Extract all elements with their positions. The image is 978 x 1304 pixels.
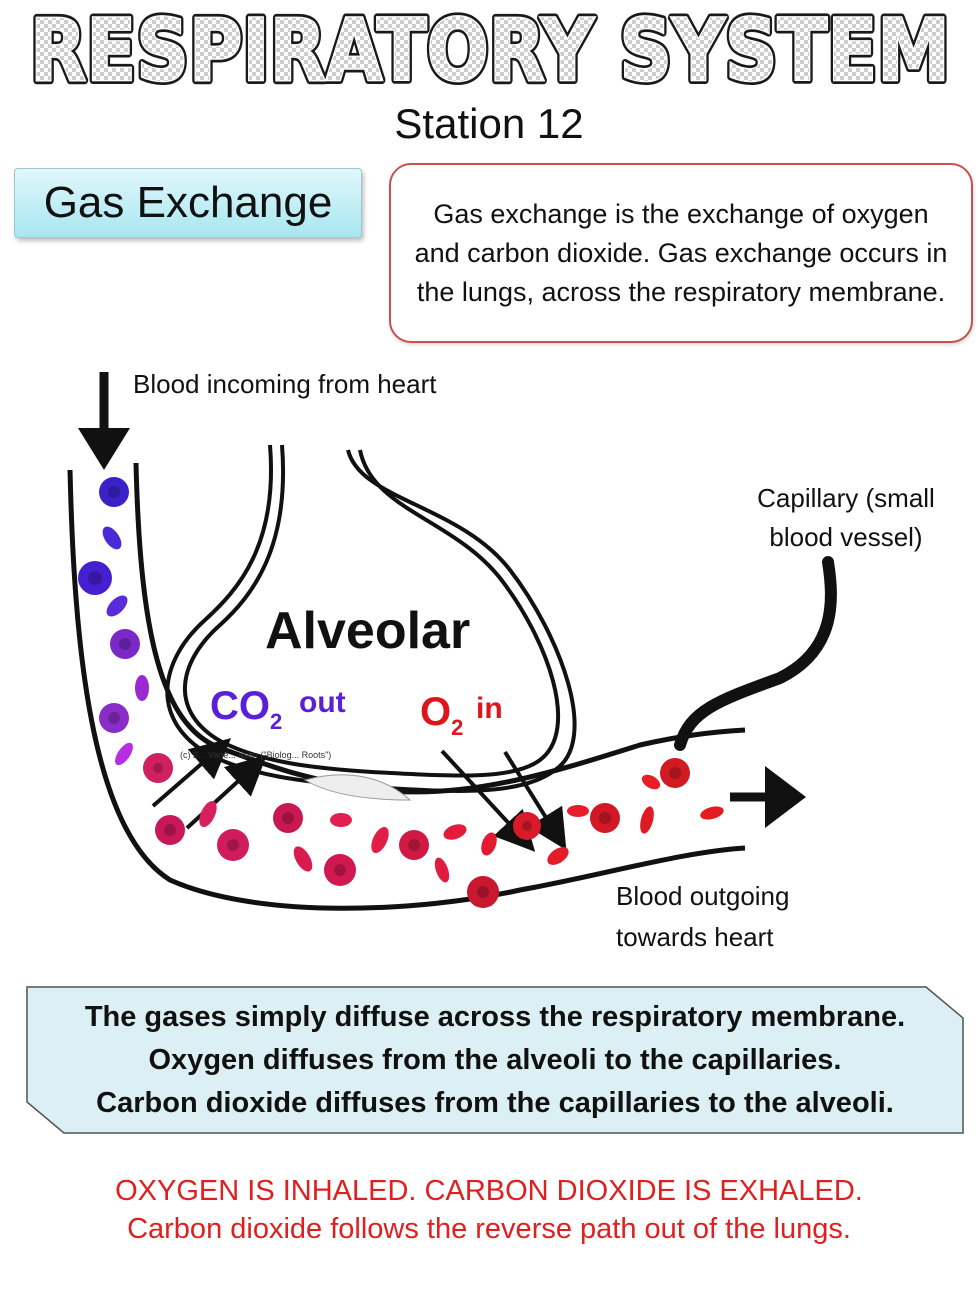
- blood-cell: [102, 526, 122, 550]
- blood-cell: [155, 815, 185, 845]
- blood-cell: [443, 824, 467, 840]
- blood-outgoing-label-line2: towards heart: [616, 922, 774, 952]
- co2-direction-label: out: [299, 686, 346, 719]
- blood-cell: [434, 857, 450, 883]
- blood-cell: [547, 847, 569, 865]
- blood-cell: [399, 830, 429, 860]
- image-credit: (c) 2... Vane... ason ("Biolog... Roots"…: [180, 750, 331, 760]
- blood-cell: [99, 477, 129, 507]
- respiratory-membrane: [303, 774, 412, 801]
- blood-cell: [273, 803, 303, 833]
- blood-cell: [641, 774, 661, 790]
- blood-cell: [660, 758, 690, 788]
- co2-formula: CO2: [210, 684, 282, 734]
- summary-line-2: Oxygen diffuses from the alveoli to the …: [148, 1043, 842, 1076]
- capillary-label-line2: blood vessel): [769, 522, 922, 552]
- blood-cell: [143, 753, 173, 783]
- title-fill: RESPIRATORY SYSTEM: [30, 1, 950, 92]
- alveolus-inner-wall: [182, 444, 561, 778]
- footer-line-2: Carbon dioxide follows the reverse path …: [127, 1213, 851, 1245]
- blood-cell: [135, 675, 149, 701]
- gas-exchange-diagram: Blood incoming from heart Capillary (sma…: [67, 369, 935, 952]
- blood-cell: [371, 826, 389, 854]
- o2-formula: O2: [420, 690, 463, 740]
- summary-box: The gases simply diffuse across the resp…: [26, 986, 964, 1134]
- topic-label: Gas Exchange: [14, 168, 362, 238]
- co2-diffusion-arrow-2: [185, 754, 267, 830]
- capillary-outer-wall: [67, 469, 746, 911]
- blood-cell: [78, 561, 112, 595]
- page-title: RESPIRATORY SYSTEM RESPIRATORY SYSTEM RE…: [20, 0, 960, 105]
- alveolar-label: Alveolar: [265, 602, 470, 660]
- blood-cell: [99, 703, 129, 733]
- capillary-label-line1: Capillary (small: [757, 483, 935, 513]
- co2-diffusion-arrow-1: [151, 738, 232, 808]
- blood-cell: [217, 829, 249, 861]
- blood-cell: [567, 805, 589, 817]
- blood-cell: [640, 806, 654, 834]
- title-outline: RESPIRATORY SYSTEM: [30, 1, 950, 92]
- blood-cell-centers: [88, 486, 681, 898]
- summary-box-outline: [26, 986, 964, 1134]
- blood-cell: [330, 813, 352, 827]
- blood-cell: [700, 806, 724, 820]
- o2-diffusion-arrow-1: [440, 749, 536, 852]
- oxygenated-blood-cells: [143, 753, 724, 908]
- station-subtitle: Station 12: [394, 100, 584, 147]
- blood-cell: [293, 846, 313, 872]
- blood-cell: [513, 812, 541, 840]
- blood-cell: [590, 803, 620, 833]
- footer-line-1: OXYGEN IS INHALED. CARBON DIOXIDE IS EXH…: [115, 1175, 863, 1207]
- blood-cell: [199, 800, 217, 828]
- o2-diffusion-arrow-2: [503, 750, 567, 851]
- capillary-pointer-line: [674, 556, 837, 751]
- title-pattern: RESPIRATORY SYSTEM: [30, 1, 950, 92]
- deoxygenated-blood-cells: [78, 477, 149, 766]
- footer-note: OXYGEN IS INHALED. CARBON DIOXIDE IS EXH…: [0, 1172, 978, 1248]
- outgoing-arrow-head: [765, 766, 806, 828]
- blood-outgoing-label-line1: Blood outgoing: [616, 881, 789, 911]
- definition-box: Gas exchange is the exchange of oxygen a…: [389, 163, 973, 343]
- blood-cell: [110, 629, 140, 659]
- summary-line-1: The gases simply diffuse across the resp…: [84, 1000, 906, 1033]
- blood-cell: [467, 876, 499, 908]
- blood-cell: [481, 832, 497, 856]
- summary-line-3: Carbon dioxide diffuses from the capilla…: [96, 1086, 894, 1119]
- blood-cell: [115, 742, 133, 766]
- o2-direction-label: in: [476, 692, 503, 725]
- incoming-arrow-head: [78, 428, 130, 470]
- blood-incoming-label: Blood incoming from heart: [133, 369, 437, 399]
- blood-cell: [324, 854, 356, 886]
- blood-cell: [106, 595, 128, 617]
